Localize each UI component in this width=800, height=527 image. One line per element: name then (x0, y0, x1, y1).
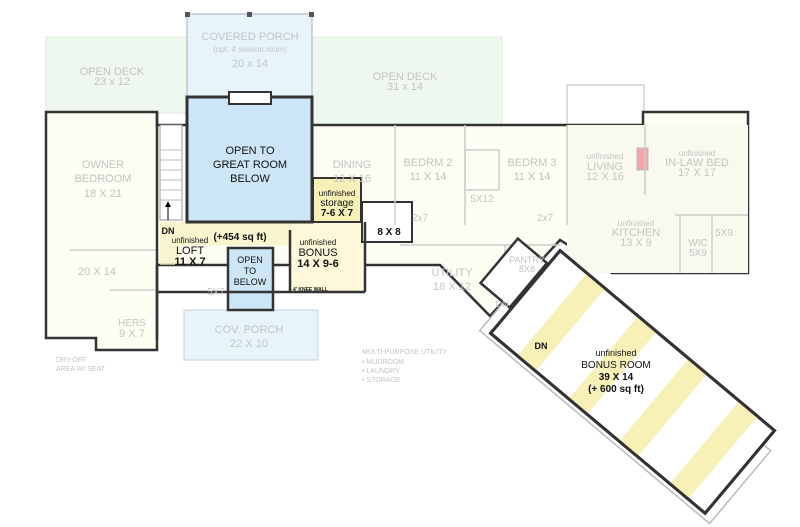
bonus-room-area: (+ 600 sq ft) (588, 384, 644, 395)
inlaw-name: IN-LAW BED (665, 157, 729, 169)
living-size: 12 X 16 (586, 171, 624, 183)
bonus-name: BONUS (298, 247, 337, 259)
dry-off-line1: DRY-OFF (56, 357, 86, 364)
owner-bath-size: 20 X 14 (78, 266, 116, 278)
wic-name: WIC (688, 238, 707, 249)
utility-name: UTILITY (432, 267, 474, 279)
bonus-area (290, 222, 365, 292)
closet-2x7-a: 2x7 (412, 213, 429, 224)
pantry-name: PANTRY (509, 255, 545, 265)
cov-porch-size: 22 X 10 (230, 338, 268, 350)
multi-purpose-title: MULTI-PURPOSE UTILITY (362, 349, 447, 356)
hers-name: HERS (118, 318, 146, 329)
wic-size: 5X9 (689, 248, 707, 259)
loft-name: LOFT (176, 245, 204, 257)
open-deck-left-size: 23 x 12 (94, 76, 130, 88)
dry-off-line2: AREA W/ SEAT (56, 366, 106, 373)
bedroom2-size: 11 X 14 (409, 171, 446, 183)
porch-post (247, 12, 252, 17)
covered-porch-note: (opt. 4 season room) (213, 45, 287, 54)
bearing-walls (155, 112, 367, 340)
dn-utility: DN (496, 299, 509, 309)
living-prefix: unfinished (587, 152, 623, 161)
dn-left: DN (162, 226, 175, 236)
cov-porch-name: COV. PORCH (215, 324, 284, 336)
open-deck-right-name: OPEN DECK (373, 71, 438, 83)
bath-5x12: 5X12 (470, 194, 494, 205)
bonus-size: 14 X 9-6 (297, 258, 339, 270)
porch-post (185, 12, 190, 17)
covered-porch-size: 20 x 14 (232, 58, 268, 70)
open-to-great-room (185, 95, 314, 224)
covered-porch (186, 13, 313, 98)
bonus-room (478, 236, 777, 525)
open-deck-left-name: OPEN DECK (80, 66, 145, 78)
kitchen-size: 13 X 9 (620, 237, 652, 249)
multi-purpose-item: • STORAGE (362, 377, 401, 384)
porch-post (309, 12, 314, 17)
loft-area: (+454 sq ft) (213, 232, 266, 243)
storage-name: storage (320, 198, 354, 209)
closet-2x7-b: 2x7 (537, 213, 554, 224)
inlaw-prefix: unfinished (679, 149, 715, 158)
stairs-left (159, 124, 183, 221)
bonus-room-name: BONUS ROOM (581, 360, 650, 371)
open-below-line1: OPEN (237, 255, 263, 265)
kitchen-name: KITCHEN (612, 227, 660, 239)
bedroom2-name: BEDRM 2 (404, 157, 453, 169)
inlaw-porch (566, 84, 645, 126)
dn-arrow-head (165, 201, 171, 207)
bedroom3-name: BEDRM 3 (508, 157, 557, 169)
storage-size: 7-6 X 7 (321, 208, 354, 219)
dn-bonus: DN (535, 341, 548, 351)
living-name: LIVING (587, 161, 623, 173)
loft-prefix: unfinished (172, 236, 208, 245)
bath-8x8-area (361, 201, 413, 243)
knee-wall: 4' KNEE WALL (293, 287, 328, 293)
dining-size: 12 X 16 (333, 173, 371, 185)
bonus-room-size: 39 X 14 (599, 372, 634, 383)
bath-8x8: 8 X 8 (377, 227, 401, 238)
owner-bedroom-line2: BEDROOM (75, 173, 132, 185)
stair-treads (160, 149, 182, 201)
great-room-line3: BELOW (230, 173, 270, 185)
owner-bedroom-size: 18 X 21 (84, 188, 122, 200)
bedroom3-size: 11 X 14 (513, 171, 550, 183)
storage-area (312, 177, 362, 223)
bonus-prefix: unfinished (300, 238, 336, 247)
great-room-line1: OPEN TO (225, 145, 275, 157)
dining-name: DINING (333, 159, 372, 171)
open-below-line3: BELOW (234, 277, 267, 287)
fireplace (228, 91, 272, 105)
bath-5x9: 5X9 (715, 228, 733, 239)
loft-size: 11 X 7 (174, 256, 205, 268)
in-law-suite (567, 125, 748, 273)
utility-size: 18 X 12 (433, 281, 471, 293)
interior-walls (70, 125, 748, 300)
covered-porch-name: COVERED PORCH (201, 31, 298, 43)
open-deck-right (311, 36, 503, 128)
inlaw-size: 17 X 17 (678, 167, 716, 179)
open-below-line2: TO (244, 266, 256, 276)
storage-prefix: unfinished (319, 189, 355, 198)
multi-purpose-item: • MUDROOM (362, 359, 404, 366)
great-room-line2: GREAT ROOM (213, 159, 287, 171)
bonus-room-prefix: unfinished (595, 348, 636, 358)
hers-size: 9 X 7 (119, 328, 145, 340)
owner-bedroom-line1: OWNER (82, 159, 124, 171)
hearth (636, 147, 649, 171)
pantry-size: 8X8 (519, 264, 535, 274)
multi-purpose-item: • LAUNDRY (362, 368, 400, 375)
open-deck-left (45, 36, 188, 114)
open-to-below (226, 246, 275, 312)
open-deck-right-size: 31 x 14 (387, 81, 423, 93)
closet-5x7: 5X7 (207, 287, 225, 298)
kitchen-prefix: unfinished (618, 219, 654, 228)
